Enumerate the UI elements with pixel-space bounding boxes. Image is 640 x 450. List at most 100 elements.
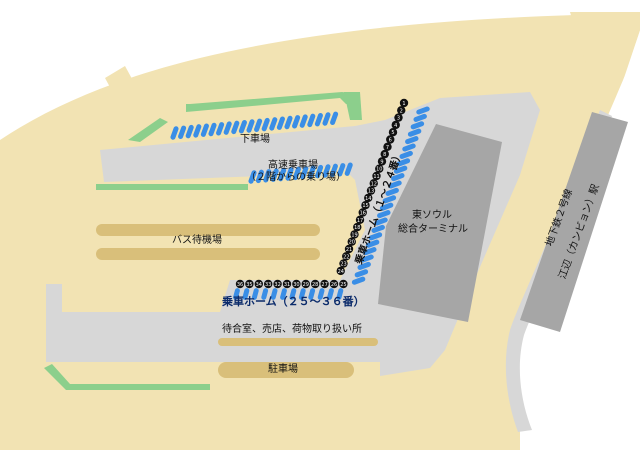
platform-number [339, 259, 348, 268]
platform-number [366, 186, 376, 195]
platform-number-number: 26 [331, 282, 337, 288]
platform-number-number: 31 [284, 282, 290, 288]
platform-number [394, 113, 403, 122]
platform-number [358, 208, 367, 217]
platform-number-number: 4 [394, 123, 397, 129]
platform-number-number: 12 [371, 181, 377, 187]
platform-number-number: 17 [357, 218, 363, 224]
express-bay [248, 170, 257, 184]
platform-number [391, 120, 400, 130]
platform-number [245, 279, 254, 289]
terminal-bay [368, 232, 383, 241]
lower-bay [289, 288, 297, 300]
platform-number-number: 11 [373, 174, 379, 180]
lower-bay [298, 288, 306, 300]
terminal-bay [385, 187, 399, 196]
dropoff-bay [284, 115, 293, 130]
platform-number-number: 25 [340, 282, 346, 288]
dropoff-bay [216, 122, 225, 136]
lower-bay [280, 288, 287, 300]
lower-bay [242, 288, 250, 300]
platform-number [369, 179, 378, 188]
access-road-spur [105, 66, 150, 124]
road-area-lower [52, 312, 380, 360]
terminal-bay [388, 180, 402, 189]
platform-number [339, 279, 348, 289]
platform-number [355, 215, 365, 224]
terminal-bay [410, 121, 425, 130]
platform-number-number: 16 [360, 211, 366, 217]
platform-number [344, 244, 354, 254]
platform-number-number: 36 [237, 282, 243, 288]
platform-number-number: 28 [312, 282, 318, 288]
platform-number [353, 222, 362, 232]
dropoff-bay [200, 123, 209, 137]
dropoff-bay [330, 111, 339, 126]
terminal-bay [416, 106, 430, 115]
subway-station [520, 112, 628, 332]
terminal-bay [351, 276, 366, 285]
platform-number [264, 279, 273, 289]
lower-bay [261, 288, 269, 300]
platform-number-number: 30 [293, 282, 299, 288]
parking-label: 駐車場 [268, 364, 298, 375]
platform-number-number: 24 [338, 269, 344, 275]
platform-number-number: 21 [346, 247, 352, 253]
lower-bay [317, 288, 325, 300]
dropoff-bay [193, 124, 202, 138]
platform-number-number: 10 [376, 167, 382, 173]
dropoff-bay [322, 112, 331, 126]
platform-number [342, 252, 351, 261]
dropoff-bay [223, 121, 232, 135]
band-parking [218, 362, 354, 378]
band-bus-waiting-top [96, 224, 320, 236]
platform-number [397, 106, 406, 115]
lower-bay [336, 288, 344, 300]
terminal-name: 東ソウル [412, 210, 452, 221]
platform-number [311, 279, 320, 289]
lower-bay [251, 288, 259, 300]
lower-bay [327, 288, 334, 300]
express-boarding-label: 高速乗車場 [268, 160, 318, 171]
bus-waiting-label: バス待機場 [172, 235, 222, 246]
platform-number [350, 230, 359, 239]
platform-number-number: 35 [246, 282, 252, 288]
platform-number-number: 33 [265, 282, 271, 288]
platform-number-number: 8 [383, 152, 386, 158]
platform-number [347, 237, 356, 246]
platform-number-number: 20 [349, 240, 355, 246]
platform-number-number: 3 [397, 116, 400, 122]
platform-number [361, 201, 370, 210]
terminal-bay [354, 269, 369, 278]
right-ground-strip [570, 12, 640, 120]
platform-number [301, 279, 310, 289]
platform-number-number: 6 [389, 138, 392, 144]
platform-number [235, 279, 245, 289]
dropoff-bay [208, 122, 217, 137]
platform-number [336, 266, 345, 276]
platform-number [372, 171, 381, 181]
terminal-bay [371, 224, 385, 233]
terminal-bays [233, 106, 430, 300]
express-bay [263, 169, 272, 183]
platform-number-number: 5 [391, 130, 394, 136]
platform-number [364, 193, 373, 203]
express-bay [285, 167, 294, 181]
platform-number [380, 149, 389, 159]
dropoff-bay [276, 116, 285, 130]
green-border-bottom [44, 364, 210, 390]
dropoff-bay [178, 125, 187, 140]
terminal-bay [379, 202, 394, 211]
terminal-bay [413, 113, 427, 122]
platform-number [386, 135, 395, 144]
platform-number-number: 7 [386, 145, 389, 151]
express-bay [315, 164, 324, 179]
terminal-bay [382, 195, 397, 204]
dropoff-bay [314, 112, 323, 127]
dropoff-bay [292, 115, 301, 129]
platform-number-number: 1 [402, 101, 405, 107]
express-bay [278, 167, 287, 182]
dropoff-bay [261, 117, 270, 132]
